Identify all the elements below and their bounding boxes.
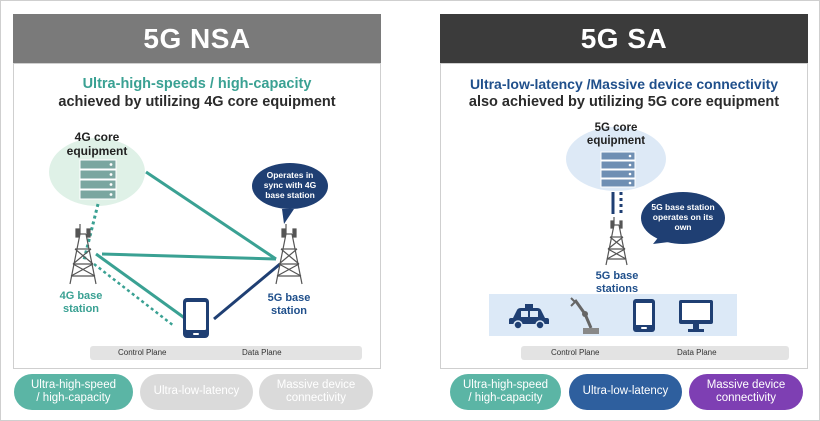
nsa-pill-massive-connectivity: Massive device connectivity	[259, 374, 373, 410]
sa-core-label: 5G core equipment	[586, 122, 646, 148]
tower-icon	[275, 224, 303, 285]
nsa-diagram-graphic	[49, 138, 303, 354]
sa-legend-control: Control Plane	[551, 348, 600, 357]
smartphone-icon	[183, 298, 209, 338]
sa-pill-massive-connectivity: Massive device connectivity	[689, 374, 803, 410]
nsa-diagram-body: Ultra-high-speeds / high-capacity achiev…	[13, 63, 381, 369]
nsa-sync-bubble: Operates in sync with 4G base station	[252, 163, 328, 209]
sa-legend-data: Data Plane	[677, 348, 717, 357]
server-icon	[600, 151, 636, 188]
nsa-control-line-core-4g	[82, 203, 100, 261]
nsa-panel: 5G NSA Ultra-high-speeds / high-capacity…	[13, 14, 381, 369]
sa-legend: Control Plane Data Plane	[521, 346, 789, 360]
nsa-control-line-4g-phone	[93, 263, 175, 327]
nsa-data-line-core-5g	[145, 170, 277, 261]
tower-icon	[605, 217, 628, 266]
nsa-pill-high-speed: Ultra-high-speed / high-capacity	[14, 374, 133, 410]
nsa-core-label: 4G core equipment	[66, 130, 128, 158]
nsa-pill-low-latency: Ultra-low-latency	[140, 374, 253, 410]
sa-standalone-bubble: 5G base station operates on its own	[641, 192, 725, 244]
sa-diagram-graphic	[489, 127, 737, 354]
sa-pill-low-latency: Ultra-low-latency	[569, 374, 682, 410]
nsa-data-line-5g-phone	[213, 262, 281, 321]
sa-base-label: 5G base stations	[595, 270, 639, 295]
nsa-data-line-4g-phone	[95, 252, 187, 321]
tower-icon	[69, 224, 97, 285]
nsa-legend: Control Plane Data Plane	[90, 346, 362, 360]
nsa-legend-control: Control Plane	[118, 348, 167, 357]
nsa-bubble-tail	[282, 209, 294, 224]
smartphone-icon	[633, 299, 655, 332]
nsa-title-line2: achieved by utilizing 4G core equipment	[58, 94, 336, 110]
nsa-header: 5G NSA	[13, 14, 381, 63]
car-icon	[509, 304, 549, 330]
nsa-title-line1: Ultra-high-speeds / high-capacity	[82, 76, 312, 92]
sa-title-line2: also achieved by utilizing 5G core equip…	[468, 94, 780, 110]
sa-header: 5G SA	[440, 14, 808, 63]
sa-title-line1: Ultra-low-latency /Massive device connec…	[469, 76, 779, 92]
robot-arm-icon	[570, 297, 599, 334]
server-icon	[79, 159, 117, 200]
sa-diagram-body: Ultra-low-latency /Massive device connec…	[440, 63, 808, 369]
nsa-4g-base-label: 4G base station	[59, 290, 103, 315]
nsa-legend-data: Data Plane	[242, 348, 282, 357]
sa-pill-high-speed: Ultra-high-speed / high-capacity	[450, 374, 561, 410]
nsa-data-line-4g-5g	[101, 252, 277, 261]
sa-panel: 5G SA Ultra-low-latency /Massive device …	[440, 14, 808, 369]
monitor-icon	[679, 300, 713, 332]
nsa-5g-base-label: 5G base station	[267, 292, 311, 317]
